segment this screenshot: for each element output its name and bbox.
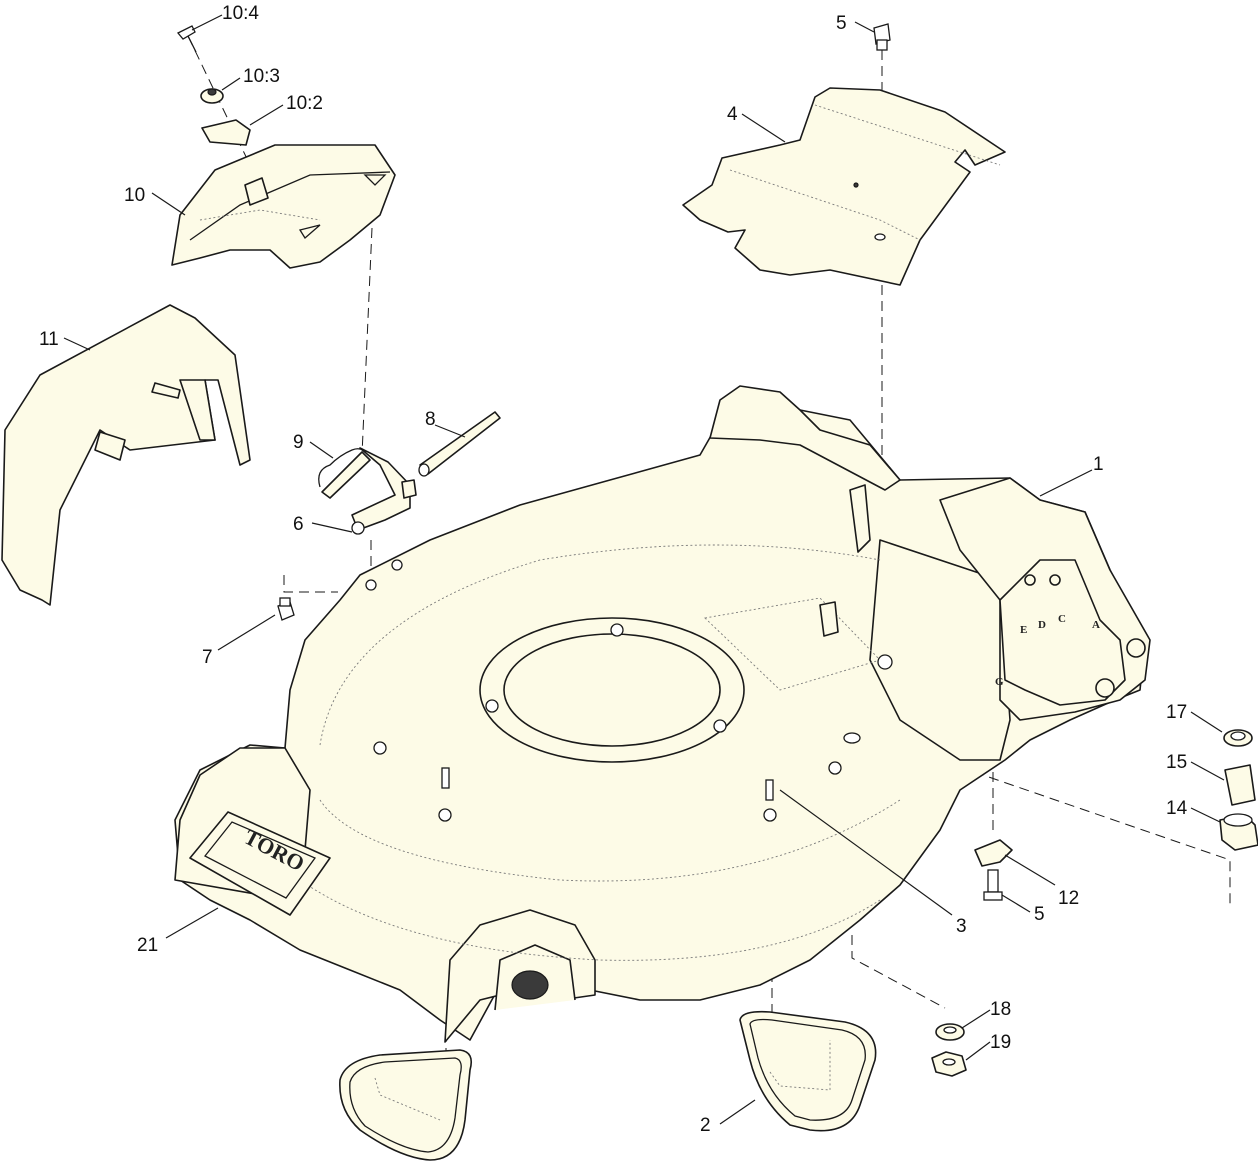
discharge-flap <box>171 25 396 269</box>
callout-14: 14 <box>1166 798 1188 819</box>
callout-21: 21 <box>137 935 158 956</box>
clip-bracket <box>974 839 1013 901</box>
callout-10-2: 10:2 <box>286 93 323 114</box>
wheel-covers <box>339 1010 877 1161</box>
callout-10: 10 <box>124 185 145 206</box>
left-bolt <box>277 597 295 621</box>
top-bolt <box>873 23 891 51</box>
callout-5-top: 5 <box>836 13 847 34</box>
callout-1: 1 <box>1093 454 1104 475</box>
callout-10-3: 10:3 <box>243 66 280 87</box>
washer-and-nut <box>931 1023 967 1077</box>
deck-screws <box>441 767 774 801</box>
callout-10-4: 10:4 <box>222 3 259 24</box>
callout-8: 8 <box>425 409 436 430</box>
callout-11: 11 <box>39 329 59 350</box>
leader-lines <box>63 14 1225 1125</box>
cover-plate <box>682 87 1006 286</box>
callout-15: 15 <box>1166 752 1187 773</box>
callout-7: 7 <box>202 647 213 668</box>
deck-marking-d: D <box>1038 619 1046 631</box>
height-adjuster <box>1219 729 1258 851</box>
callout-18: 18 <box>990 999 1011 1020</box>
callout-2: 2 <box>700 1115 711 1136</box>
callout-5-bottom: 5 <box>1034 904 1045 925</box>
callout-9: 9 <box>293 432 304 453</box>
callout-3: 3 <box>956 916 967 937</box>
callout-6: 6 <box>293 514 304 535</box>
mower-deck: G E D C A <box>174 385 1151 1043</box>
toro-badge: TORO <box>189 811 331 916</box>
callout-19: 19 <box>990 1032 1011 1053</box>
deck-marking-c: C <box>1058 613 1066 625</box>
callout-12: 12 <box>1058 888 1079 909</box>
callout-4: 4 <box>727 104 738 125</box>
deck-marking-a: A <box>1092 619 1100 631</box>
deck-marking-e: E <box>1020 624 1027 636</box>
deck-marking-g: G <box>995 676 1004 688</box>
rear-shield <box>1 304 251 606</box>
hinge-assembly <box>318 411 501 535</box>
callout-17: 17 <box>1166 702 1187 723</box>
callout-labels: 10:4 10:3 10:2 10 5 4 11 9 8 6 1 7 17 15… <box>39 3 1188 1136</box>
